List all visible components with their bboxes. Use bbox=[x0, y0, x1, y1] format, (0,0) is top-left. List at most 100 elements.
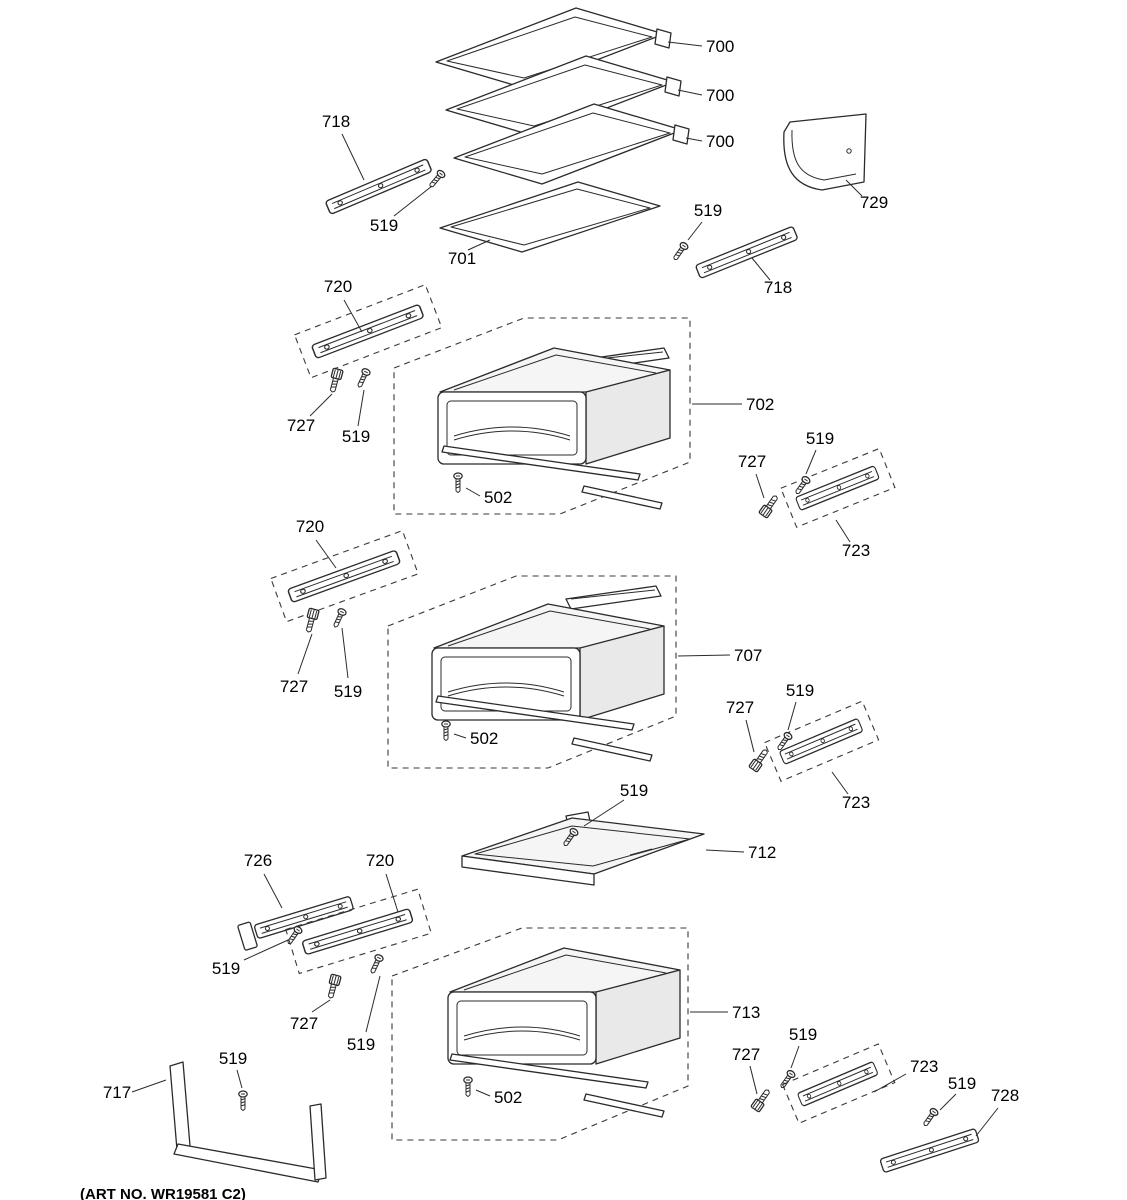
leader-line bbox=[341, 133, 365, 181]
label-519-10: 519 bbox=[789, 1025, 817, 1044]
screw-519-11 bbox=[920, 1106, 940, 1129]
leader-line bbox=[677, 654, 731, 657]
art-number: (ART NO. WR19581 C2) bbox=[80, 1186, 246, 1200]
label-519-1: 519 bbox=[370, 216, 398, 235]
leader-line bbox=[755, 473, 765, 499]
leader-line bbox=[831, 771, 849, 795]
rail-718-right bbox=[694, 225, 799, 280]
panel-729 bbox=[783, 113, 867, 191]
assembly-boundary-723-2 bbox=[763, 700, 880, 782]
drawer-702 bbox=[437, 347, 671, 465]
label-728: 728 bbox=[991, 1086, 1019, 1105]
rail-723-2 bbox=[778, 717, 864, 766]
leader-line bbox=[845, 179, 863, 197]
leader-line bbox=[790, 1045, 800, 1069]
rail-720-2 bbox=[286, 549, 402, 604]
label-519-8: 519 bbox=[212, 959, 240, 978]
screw-502-1 bbox=[453, 472, 463, 494]
leader-line bbox=[873, 1073, 907, 1093]
leader-line bbox=[236, 1069, 243, 1089]
rail-718-left bbox=[324, 157, 433, 216]
drawer-713 bbox=[447, 947, 681, 1065]
label-729: 729 bbox=[860, 193, 888, 212]
screw-519-3 bbox=[354, 366, 372, 390]
label-727-2: 727 bbox=[738, 452, 766, 471]
label-727-1: 727 bbox=[287, 416, 315, 435]
bolt-727-4 bbox=[748, 746, 772, 773]
label-718-1: 718 bbox=[322, 112, 350, 131]
screw-519-12 bbox=[238, 1090, 248, 1112]
leader-line bbox=[315, 539, 337, 569]
label-519-9: 519 bbox=[347, 1035, 375, 1054]
leader-line bbox=[343, 299, 363, 333]
label-720-2: 720 bbox=[296, 517, 324, 536]
leader-line bbox=[787, 701, 797, 731]
label-519-7: 519 bbox=[620, 781, 648, 800]
label-702: 702 bbox=[746, 395, 774, 414]
slide-strip-713-2 bbox=[583, 1093, 665, 1118]
leader-line bbox=[341, 627, 349, 679]
rail-723-3 bbox=[796, 1060, 879, 1108]
label-712: 712 bbox=[748, 843, 776, 862]
screw-519-9 bbox=[367, 952, 385, 976]
bolt-727-6 bbox=[750, 1086, 774, 1113]
label-519-5: 519 bbox=[334, 682, 362, 701]
screw-519-5 bbox=[330, 606, 348, 630]
glass-shelf-701 bbox=[439, 181, 661, 253]
leader-line bbox=[311, 999, 331, 1013]
label-718-2: 718 bbox=[764, 278, 792, 297]
leader-line bbox=[467, 239, 491, 251]
leader-line bbox=[131, 1079, 167, 1093]
leader-line bbox=[365, 975, 381, 1033]
label-727-5: 727 bbox=[290, 1014, 318, 1033]
label-726: 726 bbox=[244, 851, 272, 870]
bolt-727-1 bbox=[326, 367, 344, 394]
label-720-3: 720 bbox=[366, 851, 394, 870]
label-519-4: 519 bbox=[806, 429, 834, 448]
leader-line bbox=[583, 799, 625, 827]
label-707: 707 bbox=[734, 646, 762, 665]
leader-line bbox=[939, 1093, 957, 1111]
label-727-6: 727 bbox=[732, 1045, 760, 1064]
label-717: 717 bbox=[103, 1083, 131, 1102]
label-727-3: 727 bbox=[280, 677, 308, 696]
leader-line bbox=[309, 393, 333, 417]
leader-line bbox=[465, 487, 481, 497]
leader-line bbox=[745, 719, 755, 753]
leader-line bbox=[677, 89, 703, 96]
label-502-1: 502 bbox=[484, 488, 512, 507]
leader-line bbox=[687, 221, 703, 241]
label-700-3: 700 bbox=[706, 132, 734, 151]
label-519-2: 519 bbox=[694, 201, 722, 220]
assembly-boundary-713 bbox=[391, 927, 689, 1141]
label-723-1: 723 bbox=[842, 541, 870, 560]
screw-502-2 bbox=[441, 720, 451, 742]
label-701: 701 bbox=[448, 249, 476, 268]
bolt-727-5 bbox=[324, 973, 342, 1000]
assembly-boundary-720-1 bbox=[293, 283, 443, 379]
rail-720-1 bbox=[310, 303, 425, 360]
assembly-boundary-720-3 bbox=[285, 888, 432, 975]
leader-line bbox=[393, 185, 433, 217]
leader-line bbox=[749, 1065, 758, 1095]
screw-502-3 bbox=[463, 1076, 473, 1098]
leader-line bbox=[243, 939, 289, 961]
screw-519-2 bbox=[670, 240, 690, 263]
label-727-4: 727 bbox=[726, 698, 754, 717]
label-519-12: 519 bbox=[219, 1049, 247, 1068]
label-502-2: 502 bbox=[470, 729, 498, 748]
shelf-712 bbox=[461, 811, 705, 886]
label-519-11: 519 bbox=[948, 1074, 976, 1093]
leader-line bbox=[751, 257, 771, 281]
leader-line bbox=[667, 41, 703, 47]
bolt-727-3 bbox=[302, 607, 320, 634]
leader-line bbox=[685, 137, 703, 142]
assembly-boundary-707 bbox=[387, 575, 677, 769]
drawer-rim-707 bbox=[565, 585, 662, 610]
label-723-2: 723 bbox=[842, 793, 870, 812]
rail-726-endcap bbox=[237, 921, 258, 951]
rail-728 bbox=[879, 1127, 980, 1174]
bolt-727-2 bbox=[758, 492, 782, 519]
